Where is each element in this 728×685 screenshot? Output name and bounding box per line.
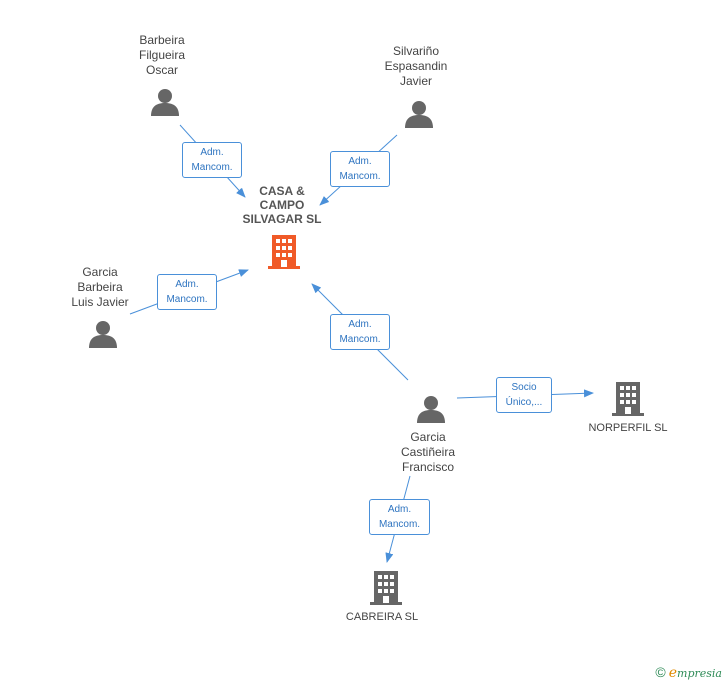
edge-label-line: Mancom. <box>339 334 381 345</box>
person-name-line: Silvariño <box>392 44 440 58</box>
person-name-barbeira[interactable]: Barbeira Filgueira Oscar <box>112 33 212 78</box>
edge-label-cabreira[interactable]: Adm. Mancom. <box>369 499 430 535</box>
person-icon[interactable] <box>150 88 180 116</box>
edge-label-line: Único,... <box>505 397 543 408</box>
copyright-symbol: © <box>655 664 666 680</box>
person-name-garcia-francisco[interactable]: Garcia Castiñeira Francisco <box>378 430 478 475</box>
person-name-line: Francisco <box>401 460 454 474</box>
person-name-line: Castiñeira <box>400 445 456 459</box>
building-icon[interactable] <box>370 571 402 605</box>
edge-label-line: Adm. <box>175 279 199 290</box>
center-company-name-line: CAMPO <box>259 198 305 212</box>
company-name-cabreira[interactable]: CABREIRA SL <box>345 611 419 623</box>
person-name-line: Garcia <box>82 265 118 279</box>
person-icon[interactable] <box>404 100 434 128</box>
person-name-line: Luis Javier <box>71 295 129 309</box>
edge-label-line: Mancom. <box>166 294 208 305</box>
person-name-line: Espasandin <box>384 59 448 73</box>
person-name-line: Javier <box>399 74 432 88</box>
edge-label-line: Socio <box>511 382 537 393</box>
empresia-logo[interactable]: ©empresia <box>655 664 722 681</box>
center-company-name-line: CASA & <box>259 184 305 198</box>
edge-label-line: Adm. <box>348 156 372 167</box>
person-name-line: Filgueira <box>138 48 186 62</box>
edge-label-garcia-francisco-center[interactable]: Adm. Mancom. <box>330 314 390 350</box>
edge-label-norperfil[interactable]: Socio Único,... <box>496 377 552 413</box>
person-name-line: Barbeira <box>77 280 123 294</box>
building-icon[interactable] <box>612 382 644 416</box>
edge-label-line: Mancom. <box>378 519 421 530</box>
center-company-name-line: SILVAGAR SL <box>242 212 322 226</box>
person-name-garcia-luis[interactable]: Garcia Barbeira Luis Javier <box>50 265 150 310</box>
person-name-line: Barbeira <box>139 33 185 47</box>
brand-initial: e <box>668 665 678 681</box>
brand-name: mpresia <box>677 667 722 680</box>
person-icon[interactable] <box>416 395 446 423</box>
person-name-silvarino[interactable]: Silvariño Espasandin Javier <box>366 44 466 89</box>
person-name-line: Oscar <box>145 63 178 77</box>
center-company-name[interactable]: CASA & CAMPO SILVAGAR SL <box>232 184 332 226</box>
edge-label-line: Mancom. <box>191 162 233 173</box>
edge-label-line: Adm. <box>348 319 372 330</box>
company-name-norperfil[interactable]: NORPERFIL SL <box>588 422 668 434</box>
building-icon[interactable] <box>268 235 300 269</box>
edge-label-silvarino[interactable]: Adm. Mancom. <box>330 151 390 187</box>
edge-label-line: Adm. <box>387 504 412 515</box>
edge-label-line: Adm. <box>200 147 224 158</box>
edge-label-barbeira[interactable]: Adm. Mancom. <box>182 142 242 178</box>
edge-label-line: Mancom. <box>339 171 381 182</box>
person-name-line: Garcia <box>410 430 446 444</box>
person-icon[interactable] <box>88 320 118 348</box>
edge-label-garcia-luis[interactable]: Adm. Mancom. <box>157 274 217 310</box>
